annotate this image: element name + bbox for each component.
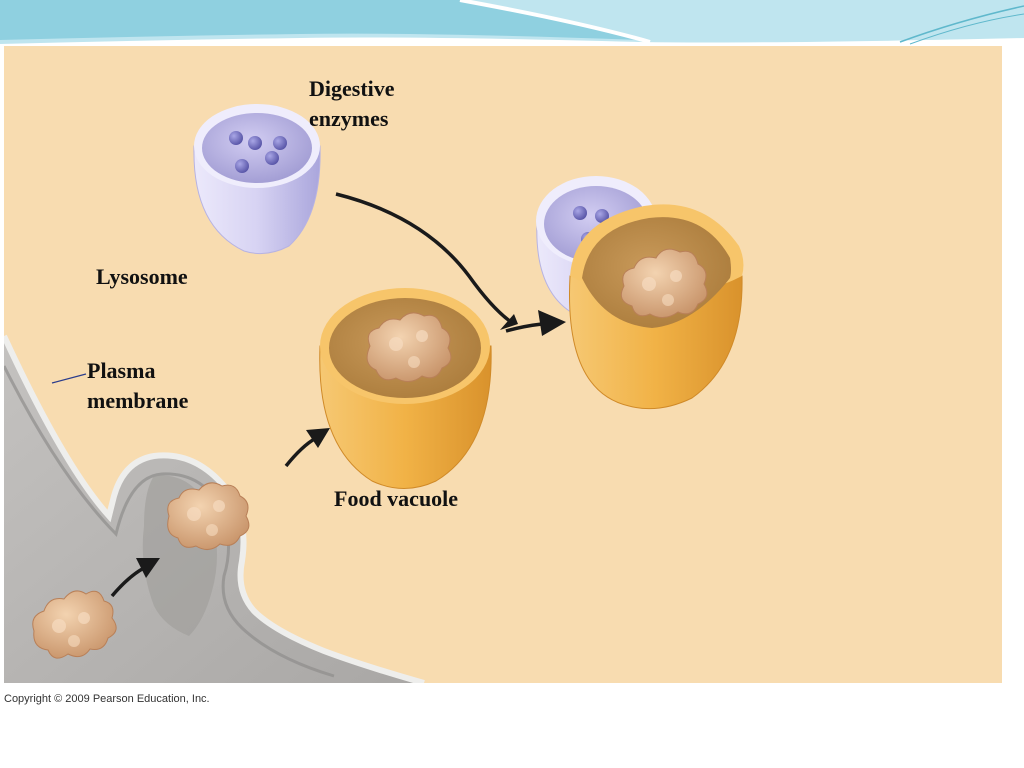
food-particle-in-vacuole [366,312,452,382]
diagram-panel: Digestive enzymes Lysosome Plasma membra… [4,46,1002,683]
diagram-illustration [4,104,744,683]
enzyme-dot [595,209,609,223]
header-band [0,0,1024,48]
arrow-to-vacuole [284,428,330,468]
copyright-text: Copyright © 2009 Pearson Education, Inc. [4,693,210,705]
digestive-enzymes-label-line1: Digestive [309,76,395,101]
digestive-enzymes-label: Digestive enzymes [309,74,395,134]
plasma-membrane-leader-line [51,373,87,384]
plasma-membrane-label: Plasma membrane [87,356,188,416]
enzyme-dot [235,159,249,173]
enzyme-dot [229,131,243,145]
enzyme-dot [265,151,279,165]
enzyme-dot [248,136,262,150]
lysosome-label: Lysosome [96,264,188,289]
lysosome-shape [193,104,321,255]
enzyme-dot [273,136,287,150]
enzyme-dot [573,206,587,220]
digestive-enzymes-label-line2: enzymes [309,106,389,131]
plasma-membrane-label-line1: Plasma [87,358,156,383]
fused-lysosome-vacuole-shape [536,176,744,410]
food-vacuole-shape [319,288,492,489]
arrow-into-membrane [110,558,160,598]
food-particle-outside [32,590,117,659]
plasma-membrane-label-line2: membrane [87,388,189,413]
arrow-vacuole-to-fusion [505,310,566,336]
food-particle-digesting [620,248,708,318]
food-particle-engulfed [167,482,250,550]
food-vacuole-label: Food vacuole [334,486,459,511]
arrow-lysosome-to-fusion [335,192,518,330]
